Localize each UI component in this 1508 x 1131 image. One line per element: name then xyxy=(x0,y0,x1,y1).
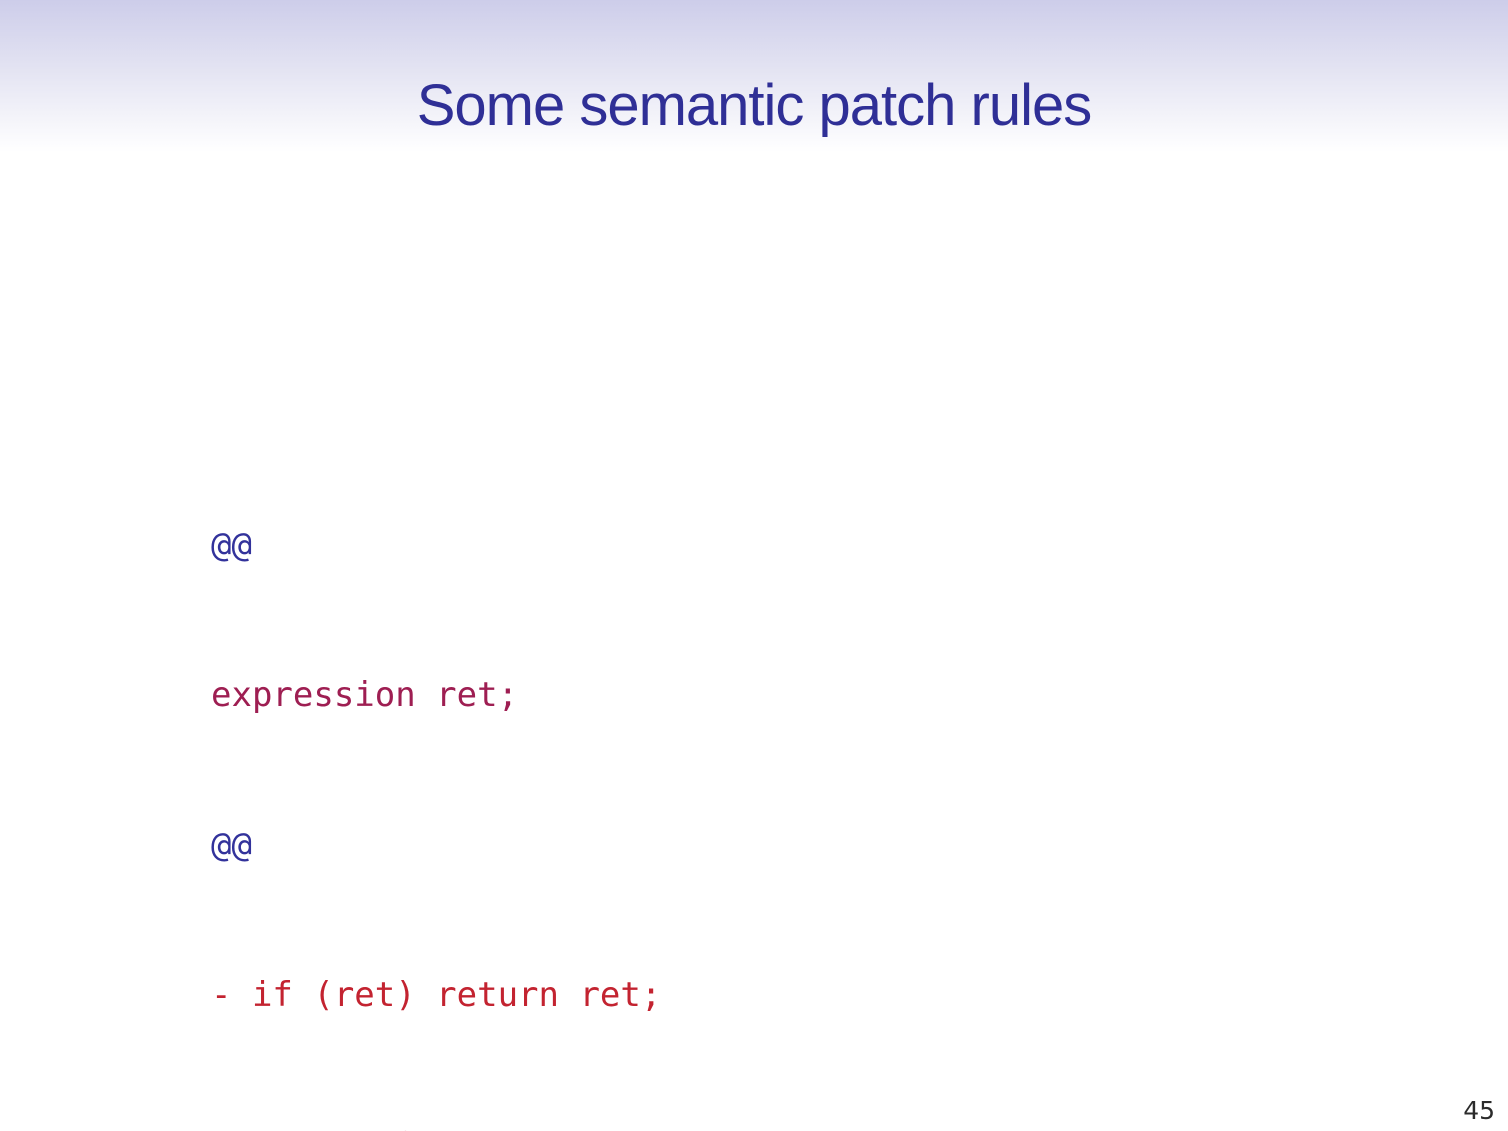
slide-title: Some semantic patch rules xyxy=(416,73,1093,138)
rule1-at-close: @@ xyxy=(211,825,252,865)
patch-rule-1: @@ expression ret; @@ - if (ret) return … xyxy=(211,420,661,1131)
semantic-patch-code: @@ expression ret; @@ - if (ret) return … xyxy=(211,270,661,1131)
rule1-removed-line: - if (ret) return ret; xyxy=(211,975,662,1015)
rule1-removed-line: - return 0; xyxy=(211,1120,661,1131)
rule1-at-open: @@ xyxy=(211,525,252,565)
page-number: 45 xyxy=(1463,1096,1495,1125)
header-gradient-band xyxy=(0,0,1508,152)
rule1-declaration: expression ret; xyxy=(211,675,519,715)
